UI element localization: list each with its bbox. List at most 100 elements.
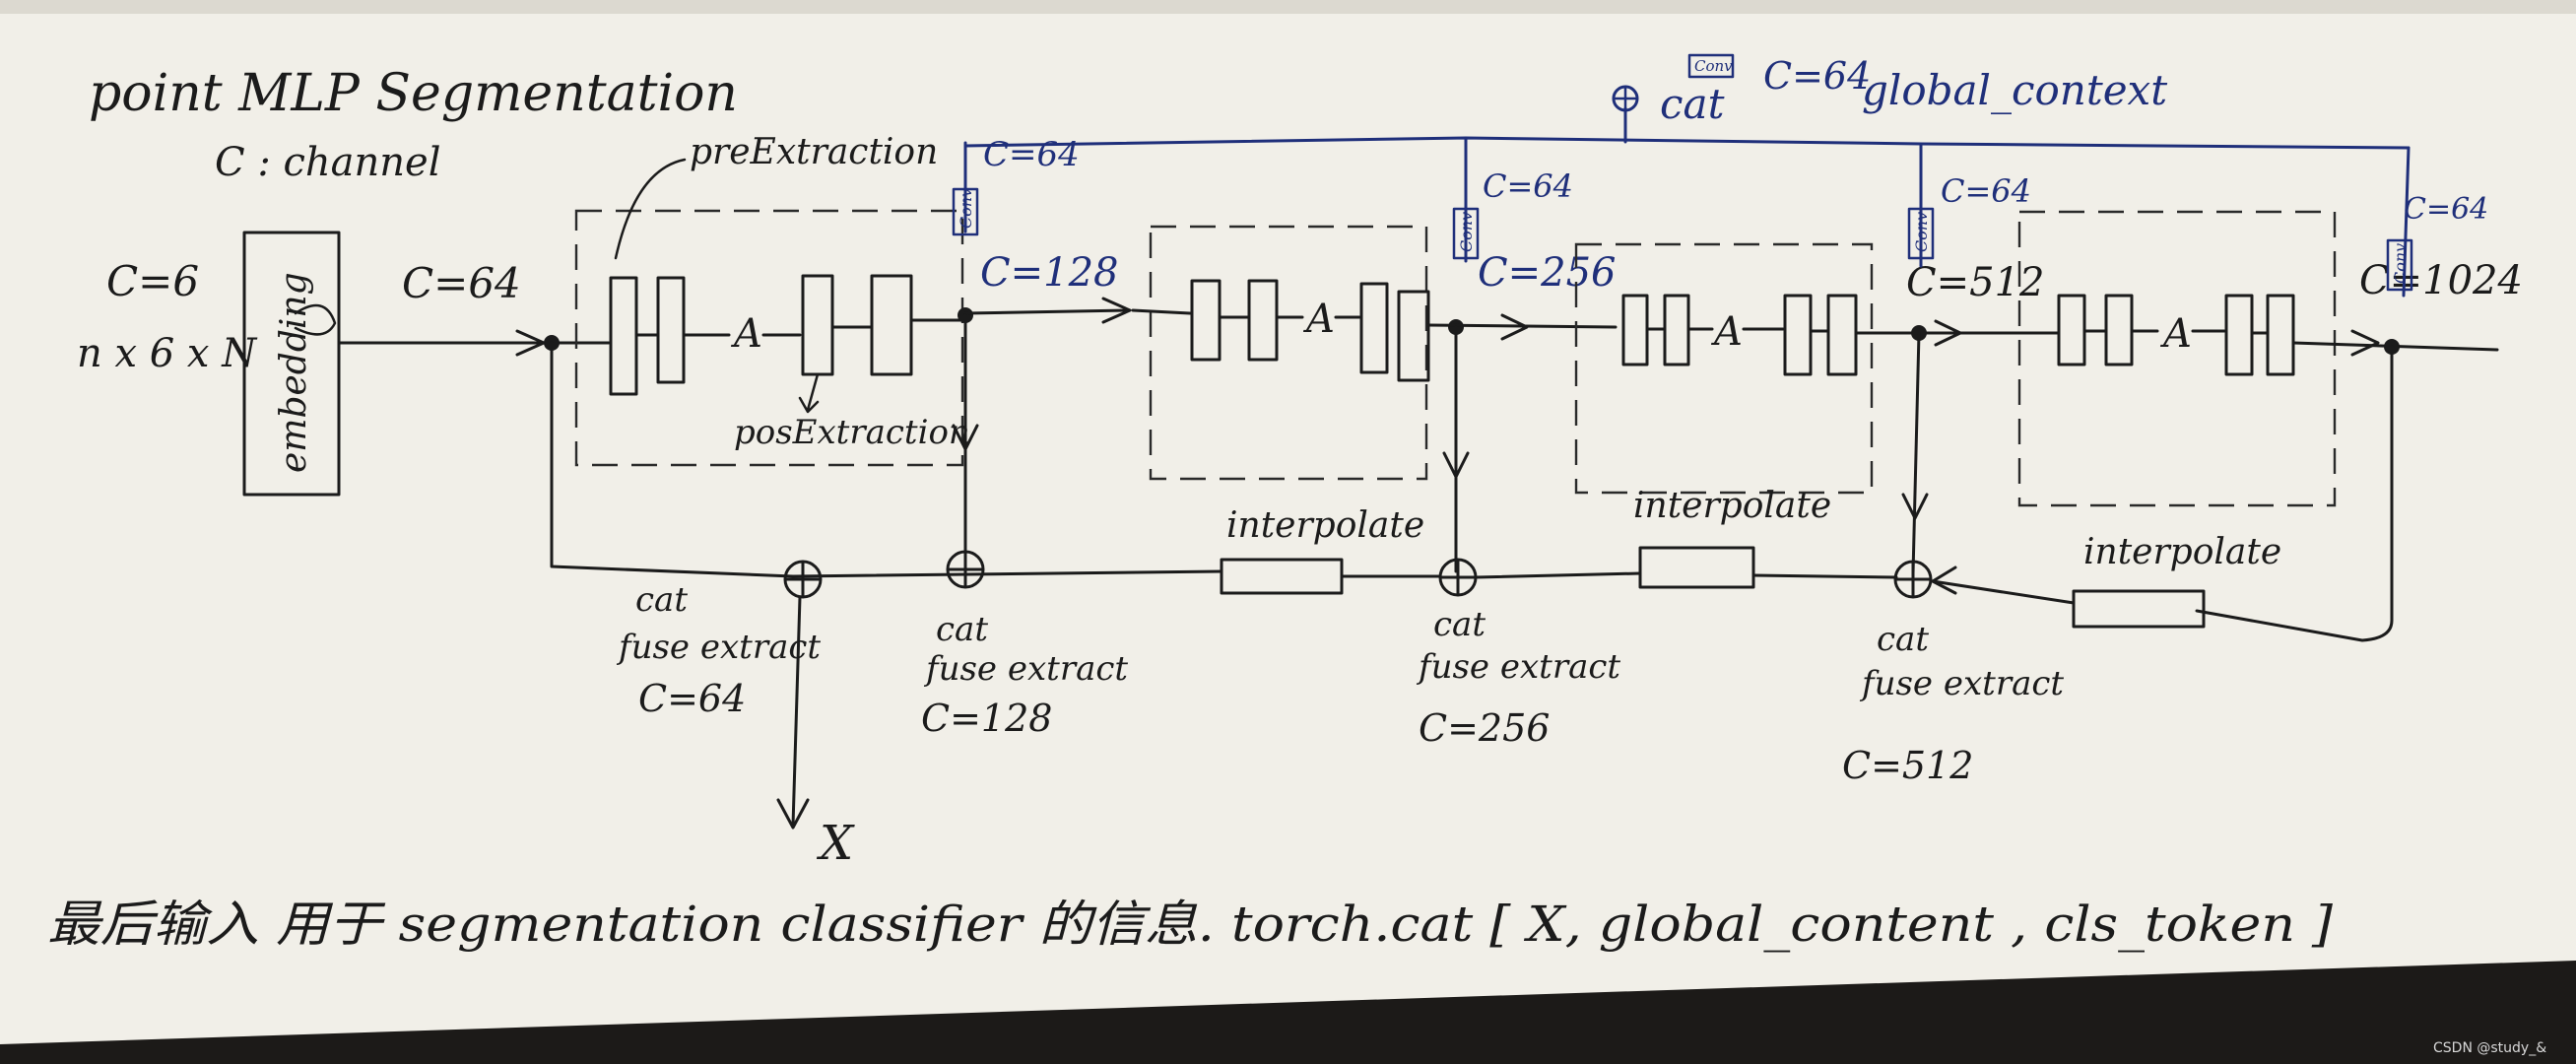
output-x-line <box>791 595 802 828</box>
fuse-node-2 <box>946 550 985 589</box>
global-context-cat: cat <box>1660 80 1725 128</box>
embedding-label: embedding <box>274 272 314 473</box>
stage-1-box <box>574 209 964 467</box>
diagram-subtitle: C : channel <box>215 140 441 185</box>
stage-3-conv-channels: C=64 <box>1941 172 2031 210</box>
stage-4-conv-line <box>2402 146 2411 298</box>
fuse-2-channels: C=128 <box>921 697 1052 740</box>
stage-2-block-3 <box>1359 282 1389 374</box>
diagram-title: point MLP Segmentation <box>89 64 738 123</box>
stage-4-conv-channels: C=64 <box>2404 192 2488 227</box>
stage-2-box <box>1149 225 1428 481</box>
bottom-note: 最后输入 用于 segmentation classifier 的信息. tor… <box>47 896 2334 953</box>
fuse-4-channels: C=512 <box>1842 744 1973 787</box>
main-arrowhead-5 <box>2350 329 2380 357</box>
fuse-line <box>791 569 1223 578</box>
output-x-arrow <box>776 798 810 830</box>
pos-extraction-label: posExtraction <box>734 413 970 452</box>
main-arrowhead-4 <box>1934 319 1962 347</box>
skip-line-embedding <box>550 341 795 578</box>
pre-extraction-pointer <box>614 158 687 260</box>
stage-4-affine: A <box>2159 311 2192 357</box>
fuse-3-to-interp-2 <box>1474 571 1642 579</box>
stage-2-entry <box>1131 308 1192 315</box>
global-context-cat-node <box>1612 85 1639 112</box>
stage-1-block-2 <box>656 276 686 384</box>
global-context-conv <box>1687 53 1735 79</box>
global-context-channels: C=64 <box>1763 54 1871 98</box>
interp-2-to-fuse-4 <box>1751 573 1898 579</box>
interpolate-label-2: interpolate <box>1633 486 1831 526</box>
stage-1-block-4 <box>870 274 913 376</box>
global-context-bus <box>963 136 2411 150</box>
embedding-loop-mark <box>294 303 337 336</box>
fuse-1-cat: cat <box>635 580 688 620</box>
stage-3-out-channels: C=512 <box>1906 260 2044 305</box>
stage-1-conv <box>952 187 979 236</box>
fuse-node-3-plus <box>1440 560 1476 595</box>
pos-extraction-pointer <box>798 372 820 414</box>
stage-2-block-1 <box>1190 279 1222 362</box>
global-context-conv-label: Conv <box>1694 57 1733 75</box>
stage-2-out-channels: C=256 <box>1478 250 1616 296</box>
stage-3-down-arrow <box>1901 493 1929 520</box>
stage-1-conv-channels: C=64 <box>983 135 1080 174</box>
main-arrowhead-3 <box>1500 313 1529 341</box>
output-x-label: X <box>816 816 855 871</box>
input-shape: n x 6 x N <box>77 331 258 376</box>
stage-4-box <box>2017 210 2337 507</box>
fuse-1-channels: C=64 <box>638 677 746 720</box>
fuse-2-label: fuse extract <box>923 649 1128 689</box>
stage-3-block-3 <box>1783 294 1813 376</box>
stage-3-box <box>1574 242 1874 495</box>
stage-3-down-line <box>1911 331 1921 575</box>
stage-3-block-4 <box>1826 294 1858 376</box>
stage-4-block-4 <box>2266 294 2295 376</box>
fuse-node-4-plus <box>1895 562 1931 597</box>
stage-3-conv-label: Conv <box>1912 212 1931 252</box>
stage-2-conv-label: Conv <box>1457 212 1476 252</box>
fuse-node-2-plus <box>948 552 983 587</box>
interpolate-block-2 <box>1638 546 1755 589</box>
fuse-3-channels: C=256 <box>1419 706 1550 750</box>
watermark: CSDN @study_& <box>2433 1040 2546 1056</box>
fuse-3-cat: cat <box>1433 605 1486 644</box>
fuse-2-cat: cat <box>936 610 988 649</box>
main-line-to-stage2 <box>963 308 1130 315</box>
main-input-channels: C=64 <box>402 259 521 307</box>
stage-2-conv-channels: C=64 <box>1483 167 1573 205</box>
fuse-3-label: fuse extract <box>1416 647 1620 687</box>
stage-3-conv <box>1907 207 1935 260</box>
fuse-4-label: fuse extract <box>1859 664 2064 703</box>
stage-1-out-channels: C=128 <box>980 250 1118 296</box>
fuse-node-1 <box>783 560 823 599</box>
stage-4-conv-label: Conv <box>2391 243 2410 284</box>
stage-4-conv <box>2386 238 2413 292</box>
stage-1-affine: A <box>730 311 762 357</box>
input-channels: C=6 <box>106 257 199 305</box>
embedding-block <box>242 231 341 497</box>
stage-4-out-channels: C=1024 <box>2359 258 2523 303</box>
interp-3-to-fuse-4 <box>1931 579 2076 605</box>
pre-extraction-label: preExtraction <box>690 132 938 172</box>
global-context-cat-plus <box>1614 87 1637 110</box>
stage-2-affine: A <box>1302 297 1335 342</box>
global-context-name: global_context <box>1862 66 2167 114</box>
fuse-node-4 <box>1893 560 1933 599</box>
interpolate-label-3: interpolate <box>2083 532 2281 572</box>
main-arrowhead-2 <box>1101 297 1132 324</box>
paper-shadow <box>0 0 2576 14</box>
stage-4-block-3 <box>2224 294 2254 376</box>
interpolate-label-1: interpolate <box>1226 505 1424 546</box>
stage-2-block-4 <box>1397 290 1430 382</box>
fuse-node-1-plus <box>785 562 821 597</box>
interpolate-block-3 <box>2072 589 2206 629</box>
stage-4-return-line <box>2195 345 2394 642</box>
fuse-4-cat: cat <box>1877 620 1929 659</box>
stage-1-conv-label: Conv <box>957 188 975 229</box>
stage-2-block-2 <box>1247 279 1279 362</box>
stage-1-down-arrow <box>952 424 979 451</box>
